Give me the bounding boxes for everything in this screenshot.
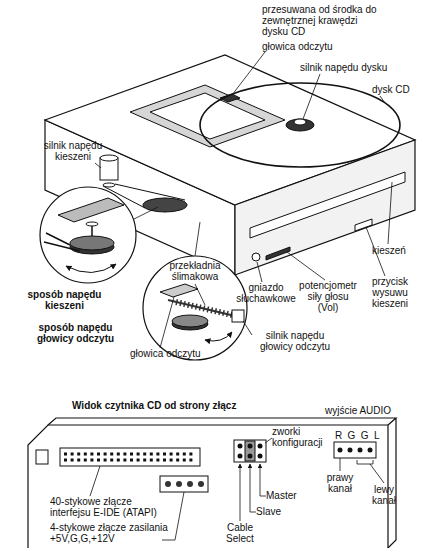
- detail-link-line: [195, 222, 200, 256]
- power-pin: [176, 481, 182, 487]
- volume-slider: [266, 247, 290, 260]
- part-label: głowica odczytu: [262, 41, 333, 52]
- part-label: wyjście AUDIO: [325, 405, 391, 416]
- leader-line: [257, 262, 262, 282]
- part-label: silnik napędu dysku: [300, 62, 387, 73]
- rear-panel: [28, 425, 388, 548]
- pulley-wheel-top: [70, 236, 114, 250]
- rear-panel-edge: [48, 418, 396, 548]
- leader-line: [160, 297, 174, 348]
- channel-bracket: [357, 460, 384, 483]
- jumper-label: Slave: [256, 506, 281, 517]
- part-label: przesuwana od środka do zewnętrznej kraw…: [262, 4, 382, 37]
- tray-pulley: [143, 198, 187, 212]
- jumper-pin: [258, 454, 263, 459]
- detail-link-line: [132, 207, 158, 220]
- worm-shaft: [168, 300, 235, 316]
- leader-line: [388, 182, 392, 244]
- detail-circle: [40, 187, 136, 283]
- tray-rack: [58, 198, 124, 222]
- audio-connector: [334, 442, 376, 458]
- leader-line: [265, 438, 272, 443]
- jumper-leader: [260, 464, 266, 496]
- head-motor: [232, 310, 244, 322]
- tray-motor-top: [100, 155, 118, 161]
- jumper-pin: [238, 444, 243, 449]
- jumper-pin: [238, 454, 243, 459]
- worm-wheel-top: [172, 315, 208, 327]
- rotation-arrow: [205, 332, 232, 341]
- head-sled-frame: [130, 85, 285, 147]
- rotation-arrow: [66, 264, 116, 273]
- section-heading: sposób napędu kieszeni: [22, 289, 107, 311]
- section-heading: Widok czytnika CD od strony złącz: [72, 400, 236, 411]
- jumper-block: [234, 440, 266, 462]
- power-pin: [187, 481, 193, 487]
- leader-line: [287, 252, 325, 280]
- ide-connector: [60, 448, 200, 466]
- part-label: silnik napędu głowicy odczytu: [250, 330, 340, 352]
- jumper-leader: [240, 464, 241, 521]
- part-label: gniazdo słuchawkowe: [234, 282, 298, 304]
- tray-slot: [250, 172, 405, 238]
- part-label: 4-stykowe złącze zasilania +5V,G,G,+12V: [50, 522, 168, 544]
- eject-button: [355, 219, 372, 231]
- leader-line: [95, 163, 101, 168]
- section-heading: sposób napędu głowicy odczytu: [28, 322, 123, 344]
- read-head-block: [160, 284, 198, 297]
- pinion-gear: [86, 222, 98, 226]
- spindle-motor: [286, 119, 314, 131]
- small-connector: [36, 450, 48, 464]
- leader-line: [303, 74, 320, 119]
- drive-front-face: [235, 140, 415, 275]
- power-pin: [198, 481, 204, 487]
- audio-pin: [348, 448, 353, 453]
- part-label: zworki konfiguracji: [272, 426, 332, 448]
- jumper-pin: [248, 444, 253, 449]
- part-label: silnik napędu kieszeni: [38, 140, 108, 162]
- part-label: przycisk wysuwu kieszeni: [360, 276, 420, 309]
- part-label: przekładnia ślimakowa: [162, 260, 228, 282]
- leader-line: [232, 52, 265, 95]
- audio-pin: [368, 448, 373, 453]
- audio-pin: [358, 448, 363, 453]
- leader-line: [195, 284, 205, 305]
- power-connector: [160, 476, 208, 492]
- spindle-hub: [294, 119, 306, 125]
- ide-pins: [64, 454, 196, 460]
- jumper-label: Cable Select: [222, 522, 258, 544]
- leader-line: [90, 466, 100, 496]
- part-label: prawy kanał: [320, 472, 360, 494]
- jumper-label: Master: [266, 490, 297, 501]
- worm-thread: [176, 302, 232, 315]
- jumper-pin: [258, 444, 263, 449]
- audio-pin: [338, 448, 343, 453]
- part-label: głowica odczytu: [130, 348, 201, 359]
- pin-names: R G G L: [335, 430, 381, 441]
- headphone-jack: [252, 253, 260, 261]
- part-label: potencjometr siły głosu (Vol): [296, 280, 360, 313]
- power-pin: [165, 481, 171, 487]
- detail-circle: [143, 256, 247, 360]
- cd-disc: [200, 83, 400, 167]
- part-label: lewy kanał: [364, 484, 404, 506]
- leader-line: [380, 96, 385, 103]
- channel-leader: [340, 458, 341, 471]
- part-label: 40-stykowe złącze interfejsu E-IDE (ATAP…: [50, 496, 170, 518]
- jumper-leader: [250, 464, 256, 512]
- leader-line: [243, 321, 252, 335]
- part-label: dysk CD: [372, 84, 410, 95]
- drive-belt: [44, 233, 80, 251]
- jumper-pin: [248, 454, 253, 459]
- jumper-cap: [245, 441, 255, 461]
- part-label: kieszeń: [372, 245, 406, 256]
